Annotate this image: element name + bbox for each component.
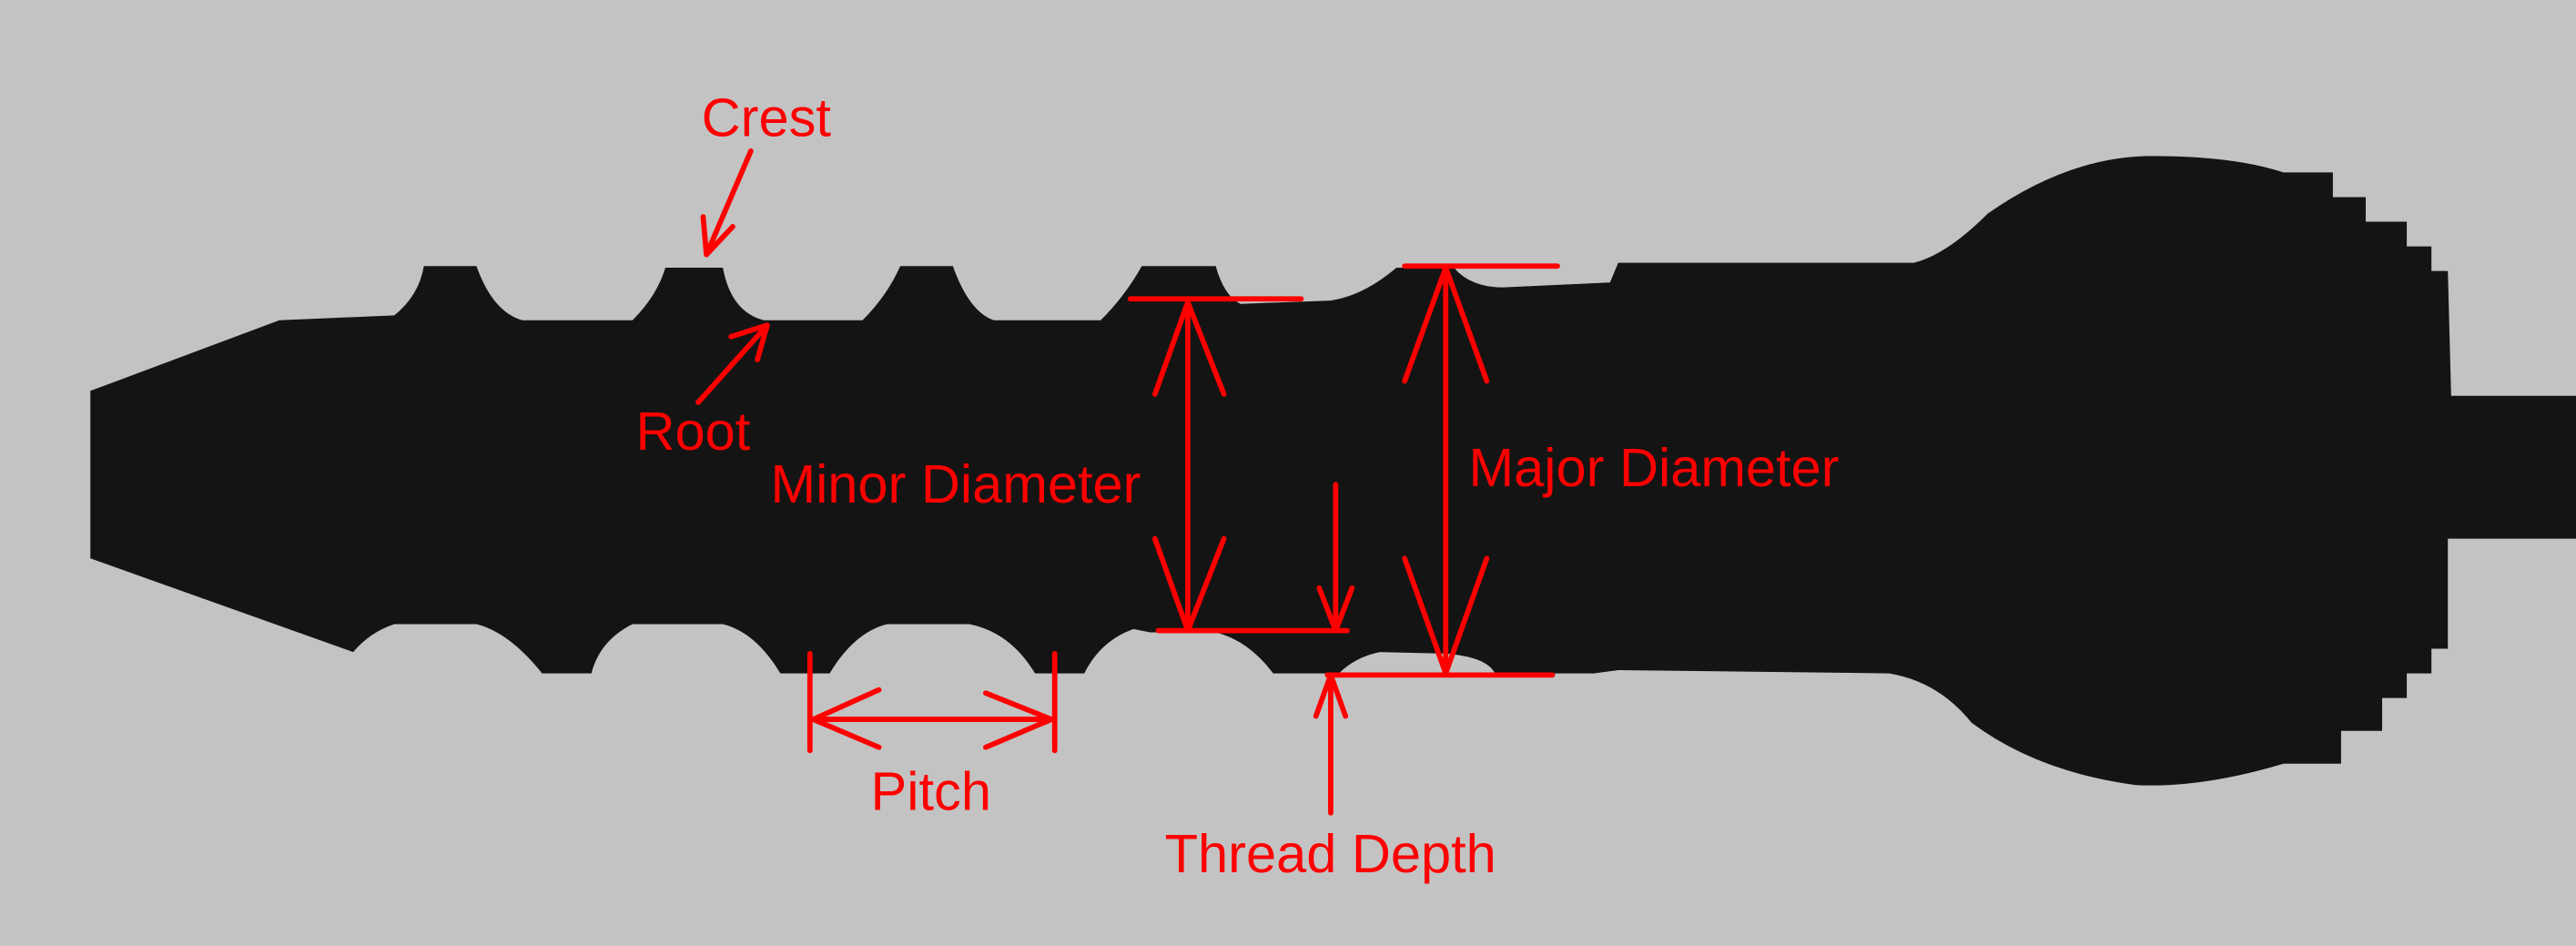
root-arrow (695, 322, 770, 405)
pitch-label: Pitch (871, 760, 991, 821)
pitch-lines (806, 651, 1058, 754)
major-diameter-lines (1324, 263, 1560, 678)
minor-diameter-lines (1127, 296, 1350, 634)
thread-depth-label: Thread Depth (1165, 823, 1496, 884)
major-diameter-label: Major Diameter (1469, 437, 1840, 498)
major-diameter-annotation: Major Diameter (1324, 263, 1840, 678)
screw-silhouette (90, 156, 2576, 786)
crest-annotation: Crest (700, 87, 832, 258)
minor-diameter-annotation: Minor Diameter (770, 296, 1350, 634)
minor-diameter-label: Minor Diameter (770, 453, 1141, 514)
crest-arrow (700, 148, 754, 258)
thread-depth-lines (1313, 482, 1355, 816)
crest-label: Crest (702, 87, 832, 148)
pitch-annotation: Pitch (806, 651, 1058, 821)
root-label: Root (635, 401, 750, 462)
thread-depth-annotation: Thread Depth (1165, 482, 1496, 884)
root-annotation: Root (635, 322, 770, 462)
